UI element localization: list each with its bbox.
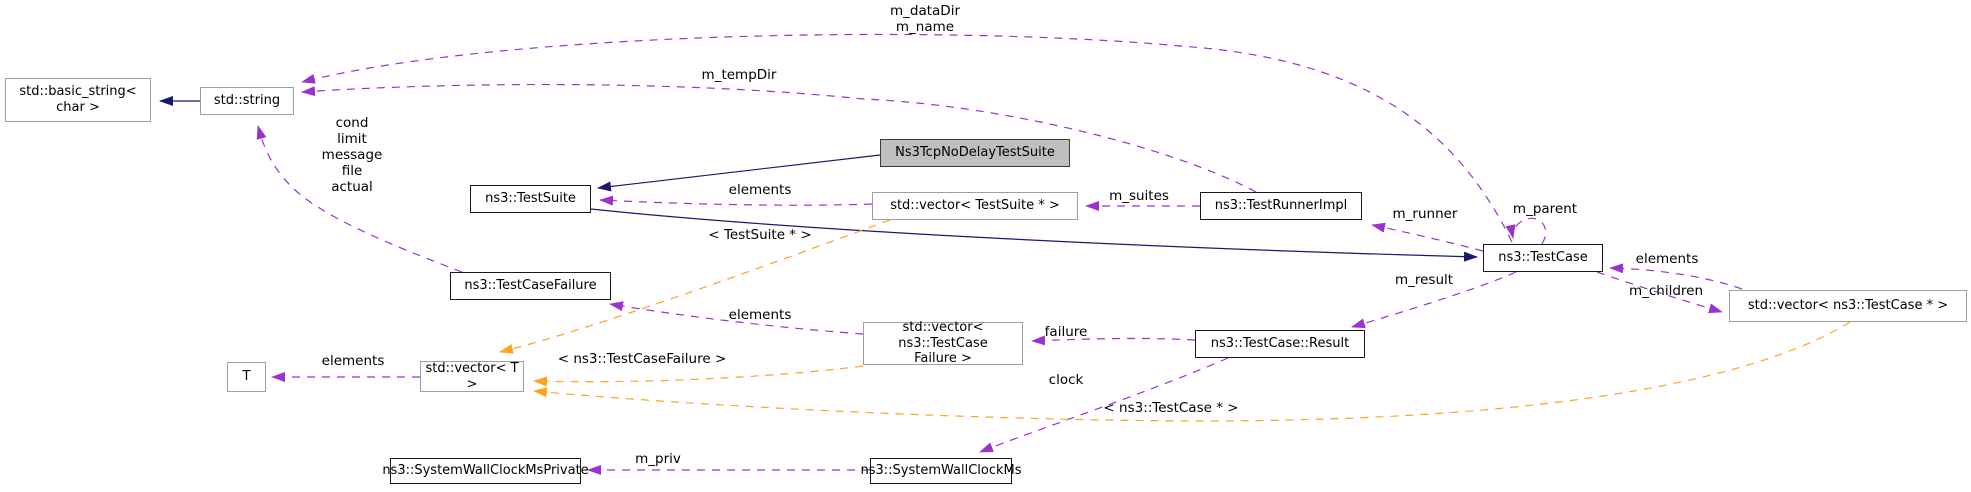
edge-m-runner: [1371, 222, 1484, 252]
class-node-ns3tcpnodelaytestsuite[interactable]: Ns3TcpNoDelayTestSuite: [880, 139, 1070, 167]
edge-label-m-priv: m_priv: [635, 451, 681, 467]
edge-m-parent-loop: [1505, 217, 1547, 245]
class-node-std-basic-string[interactable]: std::basic_string< char >: [5, 78, 151, 122]
edge-inherit-testsuite-testcase: [590, 208, 1478, 262]
edge-inherit-main-testsuite: [597, 154, 881, 192]
edge-elements-vectestsuite: [599, 195, 873, 206]
class-node-vector-ns3-testcase-ptr[interactable]: std::vector< ns3::TestCase * >: [1729, 290, 1967, 322]
edge-label-elements-t: elements: [321, 353, 385, 369]
class-node-ns3-testcase[interactable]: ns3::TestCase: [1483, 244, 1603, 272]
edge-tmpl-testcase: [533, 321, 1851, 422]
edge-elements-vecfailure: [609, 301, 864, 335]
edge-label-elements-case: elements: [1635, 251, 1699, 267]
edge-label-m-datadir-m-name: m_dataDir m_name: [889, 3, 961, 35]
edge-label-failure: failure: [1044, 324, 1088, 340]
edge-failure: [1031, 335, 1196, 346]
class-node-ns3-testrunnerimpl[interactable]: ns3::TestRunnerImpl: [1200, 192, 1362, 220]
class-node-ns3-testsuite[interactable]: ns3::TestSuite: [470, 185, 591, 213]
edge-m-datadir-m-name: [301, 33, 1513, 243]
edge-label-m-suites: m_suites: [1109, 188, 1169, 204]
edge-label-m-result: m_result: [1394, 272, 1454, 288]
class-node-ns3-systemwallclockms[interactable]: ns3::SystemWallClockMs: [860, 458, 1022, 484]
edge-label-m-runner: m_runner: [1392, 206, 1458, 222]
class-node-vector-t[interactable]: std::vector< T >: [420, 361, 524, 392]
class-node-t[interactable]: T: [227, 362, 266, 392]
class-node-ns3-systemwallclockmsprivate[interactable]: ns3::SystemWallClockMsPrivate: [382, 458, 589, 484]
edge-label-clock: clock: [1048, 372, 1084, 388]
edge-label-elements-suite: elements: [728, 182, 792, 198]
edge-clock: [979, 357, 1229, 453]
class-node-vector-ns3-testcasefailure[interactable]: std::vector< ns3::TestCase Failure >: [863, 320, 1023, 366]
edge-m-result: [1351, 271, 1517, 329]
edge-tmpl-failure: [533, 365, 864, 387]
edge-label-failure-members: cond limit message file actual: [321, 115, 383, 195]
edge-failure-members: [256, 125, 463, 273]
edge-elements-vectestcase: [1609, 263, 1743, 290]
edge-label-m-parent: m_parent: [1512, 201, 1578, 217]
edge-label-template-testcasefailure: < ns3::TestCaseFailure >: [557, 351, 727, 367]
edge-m-tempdir: [301, 83, 1257, 193]
edge-label-template-testsuite: < TestSuite * >: [708, 227, 812, 243]
class-node-ns3-testcase-result[interactable]: ns3::TestCase::Result: [1195, 330, 1365, 358]
class-node-std-string[interactable]: std::string: [200, 87, 294, 115]
class-node-ns3-testcasefailure[interactable]: ns3::TestCaseFailure: [450, 272, 611, 300]
class-node-vector-testsuite-ptr[interactable]: std::vector< TestSuite * >: [872, 192, 1078, 220]
edge-label-m-children: m_children: [1628, 283, 1704, 299]
edge-label-template-testcase-ptr: < ns3::TestCase * >: [1103, 400, 1239, 416]
edge-label-m-tempdir: m_tempDir: [701, 67, 777, 83]
edge-label-elements-failure: elements: [728, 307, 792, 323]
edge-m-children: [1596, 271, 1723, 314]
